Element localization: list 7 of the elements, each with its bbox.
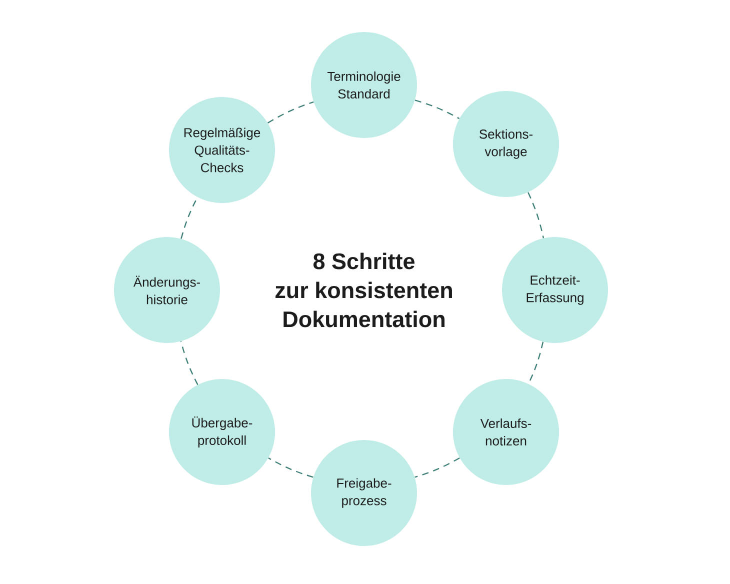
- title: 8 Schritte zur konsistenten Dokumentation: [276, 252, 452, 328]
- dashed-line: [268, 101, 314, 124]
- dashed-line: [414, 100, 460, 120]
- dashed-line: [528, 192, 544, 238]
- dashed-line: [414, 457, 460, 478]
- dashed-line: [180, 341, 198, 385]
- dashed-line: [268, 457, 314, 478]
